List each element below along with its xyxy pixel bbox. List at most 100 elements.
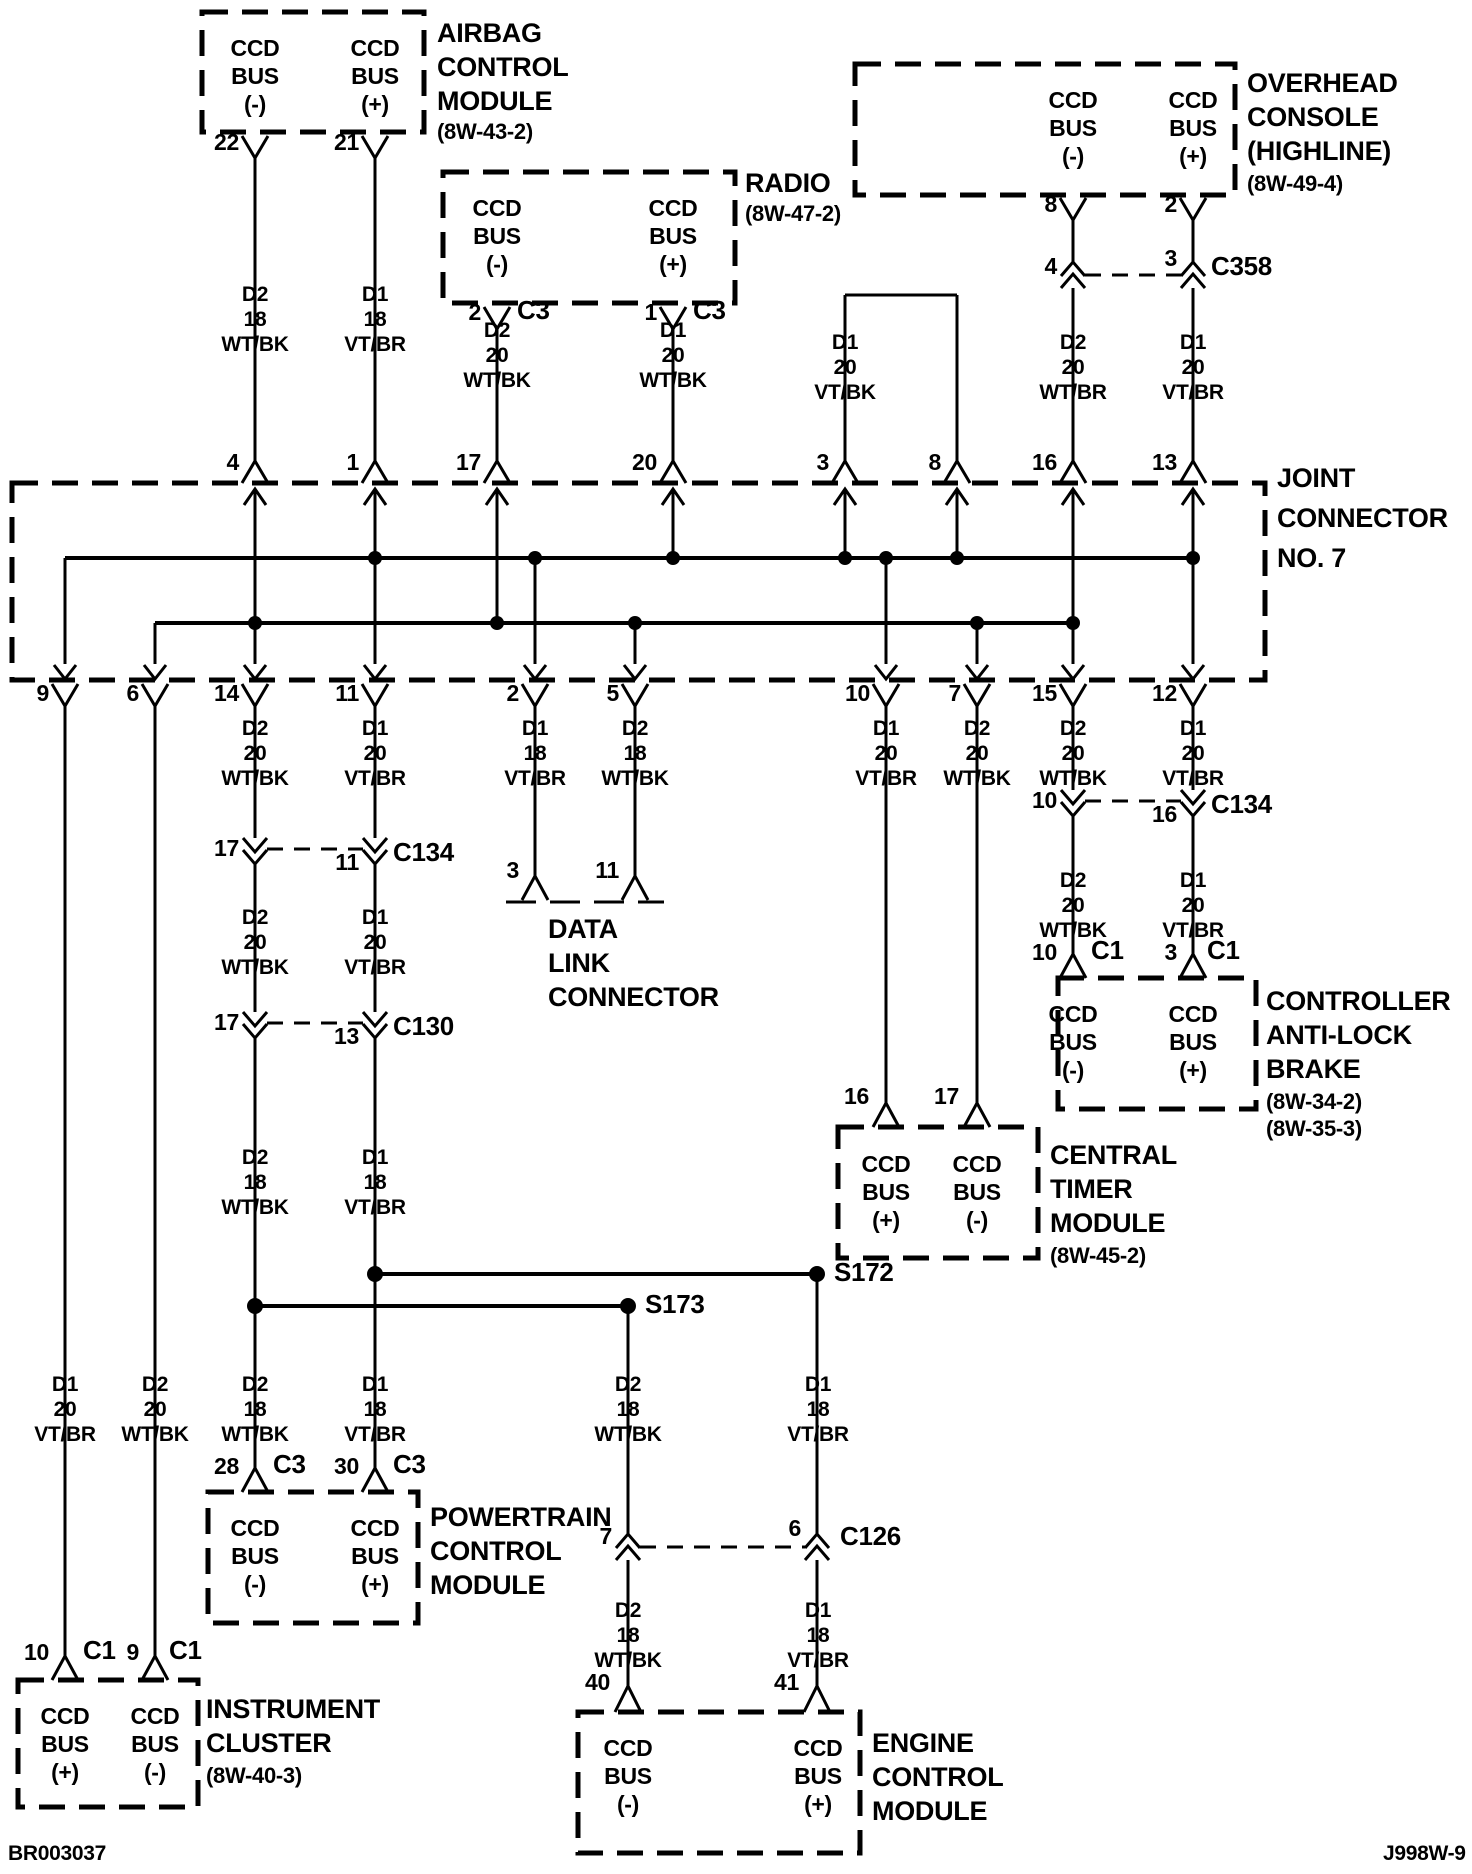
cluster-pin-10: 10 (24, 1639, 49, 1665)
pcm-terminal-pos: CCD BUS (+) (350, 1515, 400, 1597)
wire-label-c130-neg: D2 18 WT/BK (221, 1146, 289, 1219)
radio-conn-c3-right: C3 (693, 295, 726, 325)
wire-label-radio-pos: D1 20 WT/BK (639, 319, 707, 392)
sheet-number: J998W-9 (1383, 1842, 1466, 1865)
timer-terminal-pos: CCD BUS (+) (861, 1151, 911, 1233)
pcm-terminal-neg: CCD BUS (-) (230, 1515, 280, 1597)
wire-label-ecm-pos: D1 18 VT/BR (787, 1599, 849, 1672)
airbag-module-title: AIRBAG CONTROL MODULE (437, 18, 569, 116)
joint-bottom-pin-9: 9 (36, 680, 50, 706)
wire-jumper-pin3-pin8 (830, 293, 972, 558)
cluster-conn-c1-left: C1 (83, 1635, 116, 1665)
wire-label-console-pos: D1 20 VT/BR (1162, 331, 1224, 404)
ecm-pin-40: 40 (585, 1669, 610, 1695)
joint-top-pin-16: 16 (1032, 449, 1057, 475)
c130-pin-13: 13 (334, 1023, 359, 1049)
central-timer-title: CENTRAL TIMER MODULE (1050, 1140, 1177, 1238)
c358-name: C358 (1211, 251, 1272, 281)
console-pin-8: 8 (1044, 191, 1058, 217)
wire-console-neg-chain (1058, 197, 1088, 979)
datalink-pin-11: 11 (595, 857, 619, 883)
datalink-pin-3: 3 (506, 857, 520, 883)
instrument-cluster-box (15, 1677, 201, 1810)
joint-top-pin-1: 1 (346, 449, 360, 475)
joint-top-pin-20: 20 (632, 449, 657, 475)
wire-label-c134l-pos: D1 20 VT/BR (344, 906, 406, 979)
c126-pin-6: 6 (788, 1515, 802, 1541)
console-terminal-pos: CCD BUS (+) (1168, 87, 1218, 169)
c358-pin-3: 3 (1164, 245, 1178, 271)
radio-terminal-neg: CCD BUS (-) (472, 195, 522, 277)
wire-label-radio-neg: D2 20 WT/BK (463, 319, 531, 392)
wire-label-pin14: D2 20 WT/BK (221, 717, 289, 790)
wire-pin9-to-cluster (50, 558, 80, 1681)
cluster-pin-9: 9 (126, 1639, 140, 1665)
radio-conn-c3-left: C3 (517, 295, 550, 325)
wire-label-pin5: D2 18 WT/BK (601, 717, 669, 790)
overhead-console-box (852, 61, 1238, 198)
joint-top-pin-8: 8 (928, 449, 942, 475)
abs-terminal-neg: CCD BUS (-) (1048, 1001, 1098, 1083)
wire-label-airbag-pos: D1 18 VT/BR (344, 283, 406, 356)
joint-bottom-pin-2: 2 (506, 680, 520, 706)
console-terminal-neg: CCD BUS (-) (1048, 87, 1098, 169)
wire-d1-airbag-to-pcm (360, 135, 390, 1493)
wire-label-airbag-neg: D2 18 WT/BK (221, 283, 289, 356)
wire-label-pin2: D1 18 VT/BR (504, 717, 566, 790)
timer-terminal-neg: CCD BUS (-) (952, 1151, 1002, 1233)
junction-dots (248, 551, 1200, 630)
c134-left-pin-11: 11 (335, 849, 359, 875)
splice-dots (247, 1266, 825, 1314)
wire-label-ecm-neg: D2 18 WT/BK (594, 1599, 662, 1672)
ecm-terminal-neg: CCD BUS (-) (603, 1735, 653, 1817)
data-link-connector-title: DATA LINK CONNECTOR (548, 914, 719, 1012)
wire-label-c134r-pos: D1 20 VT/BR (1162, 869, 1224, 942)
engine-control-box (575, 1709, 863, 1856)
wire-label-pin12: D1 20 VT/BR (1162, 717, 1224, 790)
radio-module-title: RADIO (745, 168, 831, 198)
wire-s173-to-ecm (613, 1306, 643, 1713)
wire-pin6-to-cluster (140, 623, 170, 1681)
c134-left-pin-17: 17 (214, 835, 239, 861)
inline-connector-links (267, 273, 1181, 1549)
joint-bottom-pin-10: 10 (845, 680, 870, 706)
central-timer-ref: (8W-45-2) (1050, 1243, 1146, 1268)
wire-pin5-to-datalink (620, 623, 650, 901)
joint-connector-box (9, 480, 1268, 683)
instrument-cluster-title: INSTRUMENT CLUSTER (206, 1694, 380, 1758)
joint-top-pin-3: 3 (816, 449, 830, 475)
wire-label-cluster-neg: D2 20 WT/BK (121, 1373, 189, 1446)
joint-top-pin-4: 4 (226, 449, 240, 475)
drawing-number: BR003037 (8, 1842, 107, 1865)
airbag-pin-21: 21 (334, 129, 359, 155)
joint-bottom-pin-11: 11 (335, 680, 359, 706)
wire-s172-to-ecm (802, 1274, 832, 1713)
timer-pin-16: 16 (844, 1083, 869, 1109)
wire-label-cluster-pos: D1 20 VT/BR (34, 1373, 96, 1446)
c134-left-name: C134 (393, 837, 454, 867)
pcm-conn-c3-left: C3 (273, 1449, 306, 1479)
c130-pin-17: 17 (214, 1009, 239, 1035)
wire-label-s172-down: D1 18 VT/BR (787, 1373, 849, 1446)
instrument-cluster-ref: (8W-40-3) (206, 1763, 302, 1788)
s173-splice-dot (620, 1298, 636, 1314)
wire-d2-airbag-to-pcm (240, 135, 270, 1493)
pcm-pin-28: 28 (214, 1453, 239, 1479)
joint-bottom-pin-14: 14 (214, 680, 239, 706)
radio-pin-1: 1 (644, 299, 658, 325)
abs-conn-c1-left: C1 (1091, 935, 1124, 965)
wire-label-console-neg: D2 20 WT/BR (1039, 331, 1107, 404)
joint-bottom-pin-7: 7 (948, 680, 962, 706)
powertrain-box (205, 1489, 421, 1626)
radio-module-ref: (8W-47-2) (745, 201, 841, 226)
wire-radio-neg (482, 306, 512, 623)
ecm-pin-41: 41 (774, 1669, 799, 1695)
wires (50, 135, 1208, 1713)
central-timer-box (835, 1124, 1041, 1261)
wire-label-pcm-pos: D1 18 VT/BR (344, 1373, 406, 1446)
wire-label-pcm-neg: D2 18 WT/BK (221, 1373, 289, 1446)
abs-controller-box (1055, 975, 1259, 1112)
c134-right-pin-16: 16 (1152, 801, 1177, 827)
c134-right-name: C134 (1211, 789, 1272, 819)
